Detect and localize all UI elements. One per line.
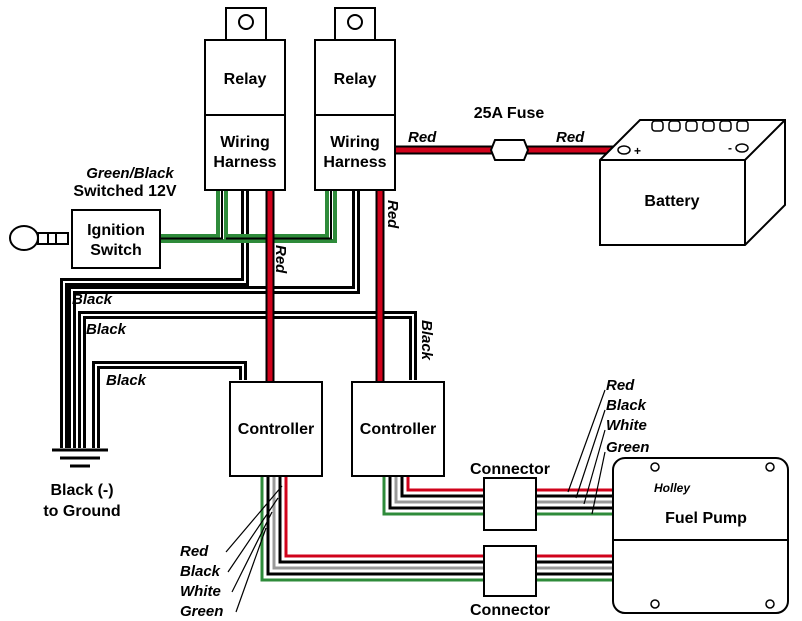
switched-wire-label: Green/Black (86, 165, 174, 182)
lower-white-label: White (180, 583, 221, 600)
controller-2-label: Controller (360, 421, 436, 438)
relay-2-harness-line2: Harness (323, 154, 386, 171)
battery: + - Battery (599, 119, 786, 246)
upper-green-label: Green (606, 439, 649, 456)
fuel-pump: Holley Fuel Pump (612, 457, 789, 614)
red-label-harness-fuse: Red (408, 129, 437, 146)
upper-black-label: Black (606, 397, 647, 414)
ignition-switch: Ignition Switch (9, 209, 161, 269)
black-label-2: Black (86, 321, 127, 338)
relay-2-harness-line1: Wiring (330, 134, 380, 151)
controller-1-label: Controller (238, 421, 314, 438)
relay-1-harness-line2: Harness (213, 154, 276, 171)
black-label-3: Black (106, 372, 147, 389)
connector-upper: Connector (470, 461, 550, 531)
upper-red-label: Red (606, 377, 635, 394)
fuse: 25A Fuse (474, 105, 545, 161)
battery-label: Battery (644, 193, 699, 210)
ground-line1: Black (-) (50, 482, 113, 499)
black-label-1: Black (72, 291, 113, 308)
holley-logo: Holley (654, 481, 691, 495)
ignition-line1: Ignition (87, 222, 145, 239)
key-icon (9, 225, 69, 251)
fuse-label: 25A Fuse (474, 105, 545, 122)
lower-red-label: Red (180, 543, 209, 560)
ground-symbol (52, 448, 108, 468)
pump-wire-bundle-lower (260, 476, 612, 582)
positive-terminal-icon (617, 145, 631, 155)
connector-upper-label: Connector (470, 461, 550, 478)
relay-2: Relay Wiring Harness (314, 7, 396, 191)
switched-12v-wire (160, 190, 337, 243)
upper-leader-lines (567, 389, 606, 515)
controller-1: Controller (229, 381, 323, 477)
red-label-controller-2: Red (384, 200, 401, 229)
ignition-line2: Switch (90, 242, 142, 259)
fuel-pump-label: Fuel Pump (665, 510, 747, 527)
positive-sign: + (634, 144, 641, 158)
ground-line2: to Ground (43, 503, 120, 520)
negative-terminal-icon (735, 143, 749, 153)
lower-leader-lines (225, 485, 283, 613)
negative-sign: - (728, 141, 732, 155)
upper-white-label: White (606, 417, 647, 434)
connector-lower: Connector (470, 545, 550, 619)
black-label-vertical: Black (418, 320, 435, 361)
lower-black-label: Black (180, 563, 221, 580)
controller-2: Controller (351, 381, 445, 477)
red-label-controller-1: Red (272, 245, 289, 274)
relay-1-harness-line1: Wiring (220, 134, 270, 151)
red-label-fuse-battery: Red (556, 129, 585, 146)
pump-wire-bundle-upper (382, 476, 612, 516)
battery-caps (651, 120, 749, 132)
relay-1-label: Relay (224, 71, 267, 88)
relay-1: Relay Wiring Harness (204, 7, 286, 191)
connector-lower-label: Connector (470, 602, 550, 619)
lower-green-label: Green (180, 603, 223, 620)
switched-12v-label: Switched 12V (73, 183, 176, 200)
relay-2-label: Relay (334, 71, 377, 88)
